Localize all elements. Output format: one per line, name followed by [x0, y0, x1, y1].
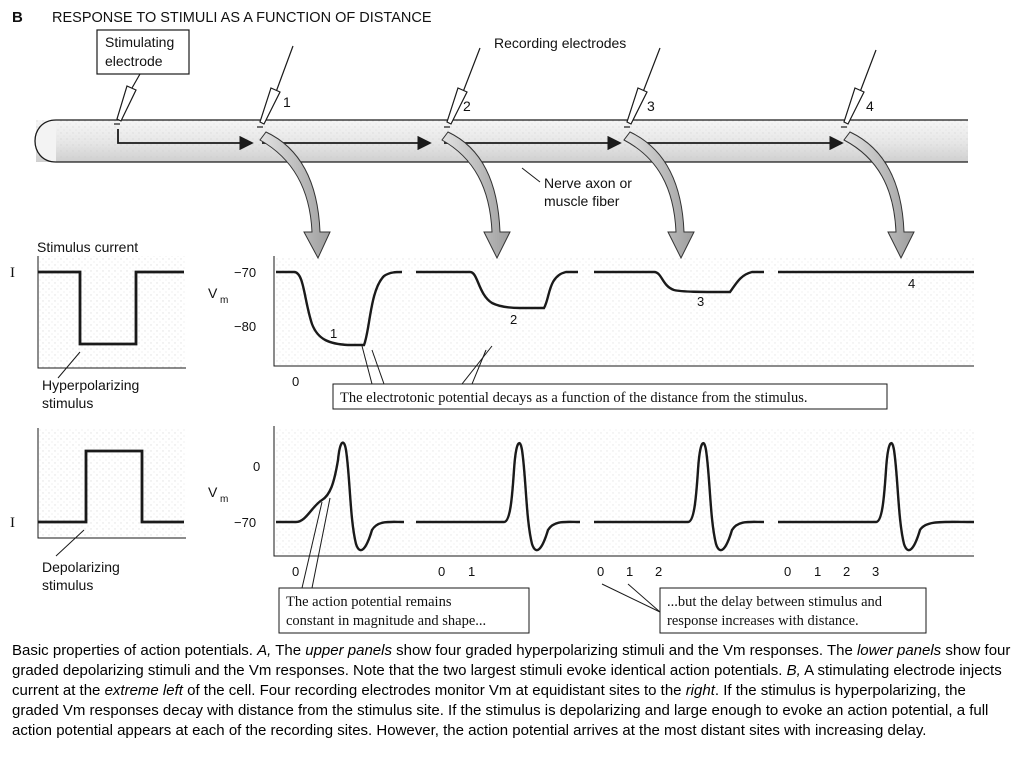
upper-tick-label: −80 [234, 319, 256, 334]
axon-label: muscle fiber [544, 193, 620, 209]
caption-italic: extreme left [104, 682, 183, 699]
response-trace-3 [594, 270, 764, 294]
action-potential-4 [778, 441, 975, 552]
stimulating-electrode-label: Stimulating [105, 34, 174, 50]
lower-time-label: 0 [292, 564, 299, 579]
depolarizing-stimulus-label: stimulus [42, 577, 93, 593]
lower-time-label: 1 [468, 564, 475, 579]
action-potential-1 [276, 441, 405, 552]
caption-text: . If the stimulus is hyperpolarizing, th… [12, 682, 989, 739]
lower-time-label: 0 [597, 564, 604, 579]
caption-italic: B, [786, 662, 801, 679]
electrode-number-3: 3 [647, 98, 655, 114]
lower-time-label: 3 [872, 564, 879, 579]
lower-stimulus-panel-bg [38, 428, 186, 538]
caption-text: Basic properties of action potentials. [12, 642, 258, 659]
propagation-arrows [117, 129, 844, 151]
ap-callout-pointers [301, 497, 331, 589]
recording-electrode-1 [257, 45, 294, 128]
lower-tick-label: −70 [234, 515, 256, 530]
electrotonic-callout-text: The electrotonic potential decays as a f… [340, 390, 807, 406]
response-trace-label-3: 3 [697, 294, 704, 309]
caption-text: The [271, 642, 306, 659]
upper-stimulus-frame [37, 256, 186, 369]
current-axis-symbol: I [10, 515, 15, 531]
action-potential-traces [276, 441, 975, 552]
lower-tick-label: 0 [253, 459, 260, 474]
action-potential-2 [416, 441, 581, 552]
stimulus-current-label: Stimulus current [37, 239, 138, 255]
lower-stimulus-frame [37, 428, 186, 539]
depolarizing-stimulus-trace [38, 449, 184, 524]
lower-time-label: 2 [843, 564, 850, 579]
caption-italic: A, [257, 642, 272, 659]
electrode-number-4: 4 [866, 98, 874, 114]
depolarizing-stimulus-label: Depolarizing [42, 559, 120, 575]
caption-text: show four graded depolarizing stimuli an… [12, 642, 1011, 679]
caption-text: of the cell. Four recording electrodes m… [182, 682, 686, 699]
recording-electrode-4 [841, 49, 877, 128]
response-trace-label-2: 2 [510, 312, 517, 327]
electrotonic-callout-pointers [361, 345, 493, 385]
current-axis-symbol: I [10, 265, 15, 281]
delay-callout-text: response increases with distance. [667, 613, 859, 629]
upper-tick-label: −70 [234, 265, 256, 280]
figure-title: RESPONSE TO STIMULI AS A FUNCTION OF DIS… [52, 10, 432, 26]
lower-response-frame [273, 426, 974, 557]
caption-text: show four graded hyperpolarizing stimuli… [391, 642, 857, 659]
response-trace-2 [416, 270, 578, 310]
recording-electrode-2 [444, 47, 481, 128]
stimulating-electrode-label: electrode [105, 53, 163, 69]
vm-axis-symbol: V [208, 285, 218, 301]
recording-electrodes-label: Recording electrodes [494, 35, 626, 51]
caption-text: A stimulating electrode injects current … [12, 662, 1002, 699]
figure-canvas: B RESPONSE TO STIMULI AS A FUNCTION OF D… [10, 9, 975, 634]
electrotonic-callout-box [332, 383, 888, 410]
recording-electrode-3 [624, 47, 661, 128]
hyperpolarizing-responses [276, 270, 974, 347]
ap-callout-text: The action potential remains [286, 594, 452, 610]
lower-time-label: 2 [655, 564, 662, 579]
hyperpolarizing-stimulus-trace [38, 270, 184, 346]
caption-italic: lower panels [856, 642, 942, 659]
depol-label-pointer [55, 529, 85, 557]
lower-time-label: 1 [626, 564, 633, 579]
stimulating-electrode [96, 29, 190, 125]
electrode-number-1: 1 [283, 94, 291, 110]
upper-response-panel-bg [274, 258, 974, 366]
hyper-label-pointer [57, 351, 81, 379]
ap-callout-box [278, 587, 530, 634]
hyperpolarizing-stimulus-label: stimulus [42, 395, 93, 411]
axon-label-pointer [521, 167, 541, 183]
ap-callout-text: constant in magnitude and shape... [286, 613, 486, 629]
electrode-number-2: 2 [463, 98, 471, 114]
upper-stimulus-panel-bg [38, 256, 186, 368]
delay-callout-pointers [601, 583, 661, 613]
response-trace-1 [276, 270, 403, 347]
vm-axis-subscript: m [220, 494, 228, 505]
lower-response-panel-bg [274, 428, 974, 556]
delay-callout-text: ...but the delay between stimulus and [667, 594, 883, 610]
hyperpolarizing-stimulus-label: Hyperpolarizing [42, 377, 139, 393]
response-trace-label-4: 4 [908, 276, 915, 291]
vm-axis-subscript: m [220, 295, 228, 306]
axon-label: Nerve axon or [544, 175, 632, 191]
figure-caption: Basic properties of action potentials. A… [12, 641, 1012, 741]
delay-callout-box [659, 587, 927, 634]
caption-italic: right [685, 682, 715, 699]
caption-italic: upper panels [305, 642, 392, 659]
upper-response-frame [273, 256, 974, 367]
lower-time-label: 1 [814, 564, 821, 579]
lower-time-label: 0 [784, 564, 791, 579]
vm-axis-symbol: V [208, 484, 218, 500]
nerve-axon [34, 119, 968, 163]
action-potential-3 [594, 441, 765, 552]
upper-time-label: 0 [292, 374, 299, 389]
response-trace-label-1: 1 [330, 326, 337, 341]
lower-time-label: 0 [438, 564, 445, 579]
panel-letter: B [12, 9, 23, 26]
